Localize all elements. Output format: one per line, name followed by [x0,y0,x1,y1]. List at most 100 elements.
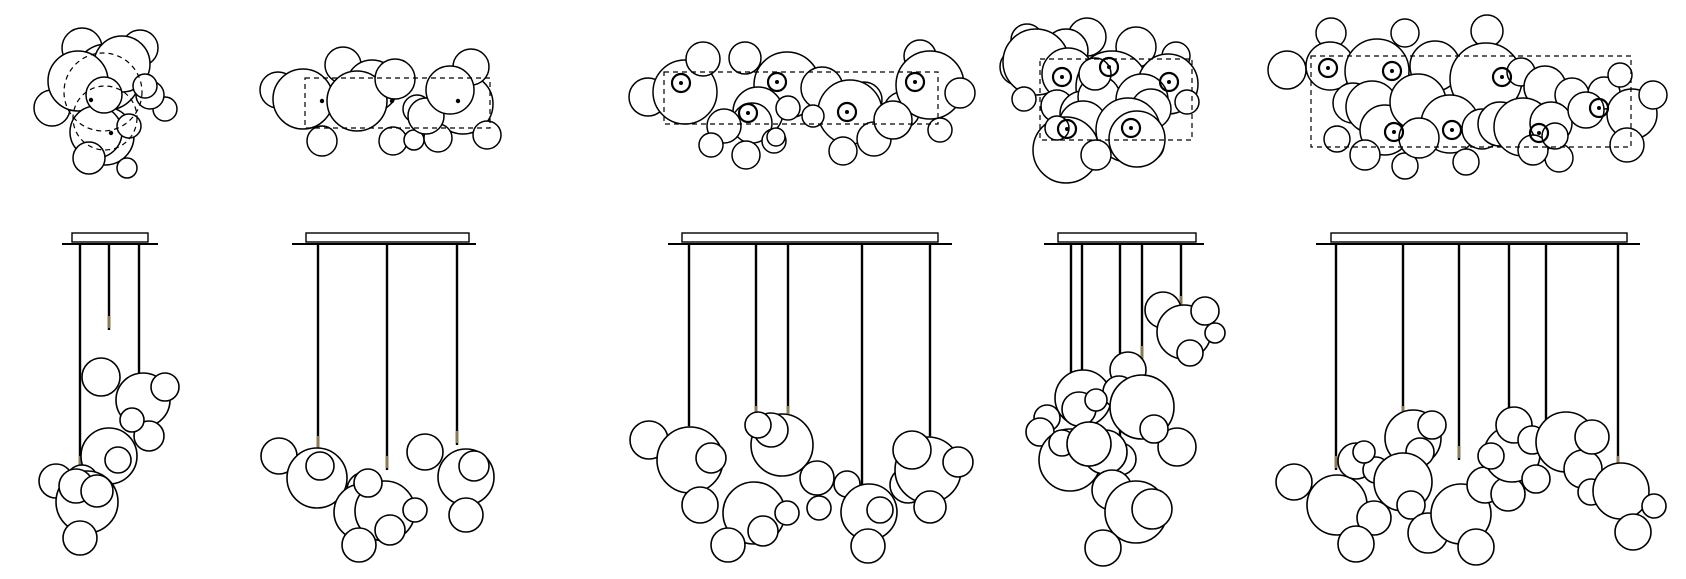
plan-glass-sphere [1267,50,1307,90]
plan-cable-point [455,98,461,104]
plan-glass-sphere [698,132,724,158]
cable-connector [455,431,459,443]
glass-sphere [1592,462,1650,520]
cable-connector [78,456,82,468]
plan-cable-marker-centre [1500,75,1504,79]
glass-sphere [150,372,180,402]
glass-sphere [913,490,947,524]
plan-view-model-5 [1267,14,1668,180]
cable-connector [107,316,111,328]
plan-dashed-outline [304,77,491,129]
plan-glass-sphere [731,140,761,170]
cable-connector [1457,446,1461,458]
plan-glass-sphere [775,95,801,121]
plan-glass-sphere [472,120,502,150]
plan-glass-sphere [801,104,825,128]
plan-cable-marker [1056,118,1078,140]
glass-sphere [1139,414,1169,444]
plan-cable-marker-centre [1107,65,1111,69]
plan-cable-marker-centre [1129,126,1133,130]
glass-sphere [1157,427,1197,467]
glass-sphere [406,433,444,471]
plan-cable-marker [904,71,926,93]
elevation-view-model-5 [1275,232,1667,566]
plan-dashed-outline [72,85,138,151]
glass-sphere [62,520,98,556]
plan-glass-sphere [1638,80,1668,110]
glass-sphere [710,527,746,563]
plan-glass-sphere [873,100,913,140]
plan-glass-sphere [1323,125,1351,153]
plan-glass-sphere [116,157,138,179]
plan-cable-marker [1051,66,1073,88]
cable-connector [1334,456,1338,468]
ceiling-canopy [681,232,939,243]
plan-cable-marker [1383,121,1405,143]
plan-cable-marker-centre [775,80,779,84]
glass-sphere [119,407,145,433]
glass-sphere [1176,339,1204,367]
plan-cable-marker [1528,122,1550,144]
glass-sphere [402,497,428,523]
elevation-view-model-4 [1025,232,1226,567]
glass-sphere [866,496,894,524]
glass-sphere [850,528,886,564]
plan-cable-marker [1317,57,1339,79]
glass-sphere [1275,463,1313,501]
glass-sphere [305,451,335,481]
plan-glass-sphere [1609,127,1645,163]
glass-sphere [1356,500,1392,536]
ceiling-canopy [1057,232,1197,243]
plan-glass-sphere [927,117,953,143]
plan-dashed-outline [1039,58,1193,141]
glass-sphere [1131,488,1173,530]
glass-sphere [1352,440,1376,464]
glass-sphere [1066,421,1112,467]
plan-cable-marker-centre [679,81,683,85]
plan-glass-sphere [306,125,338,157]
plan-cable-marker-centre [1390,69,1394,73]
glass-sphere [1521,464,1551,494]
plan-view-model-3 [628,39,976,170]
plan-dashed-outline [1310,55,1632,148]
plan-cable-marker-centre [1450,128,1454,132]
plan-cable-marker [836,101,858,123]
plan-cable-marker-centre [746,111,750,115]
plan-cable-point [319,98,325,104]
plan-cable-marker-centre [1060,75,1064,79]
plan-cable-point [389,98,395,104]
glass-sphere [744,411,772,439]
plan-cable-marker [1441,119,1463,141]
plan-cable-marker-centre [1326,66,1330,70]
plan-cable-marker [1158,71,1180,93]
plan-view-model-4 [999,17,1200,184]
plan-glass-sphere [116,113,142,139]
plan-glass-sphere [1567,91,1605,129]
plan-glass-sphere [1078,57,1112,91]
plan-glass-sphere [1390,18,1420,48]
glass-sphere [1457,528,1495,566]
ceiling-canopy [305,232,470,243]
glass-sphere [695,442,727,474]
plan-glass-sphere [1452,148,1480,176]
glass-sphere [1614,513,1652,551]
plan-cable-marker-centre [1167,80,1171,84]
elevation-view-model-1 [38,232,180,556]
glass-sphere [774,500,800,526]
plan-cable-marker-centre [1065,127,1069,131]
elevation-view-model-2 [260,232,495,563]
glass-sphere [892,430,932,470]
plan-glass-sphere [1541,122,1569,150]
plan-cable-marker [1120,117,1142,139]
cable-connector [1179,296,1183,308]
elevation-view-model-3 [629,232,974,564]
plan-cable-marker [670,72,692,94]
glass-sphere [1084,529,1122,567]
plan-cable-marker [1098,56,1120,78]
plan-glass-sphere [728,41,762,75]
glass-sphere [374,514,406,546]
plan-view-model-2 [259,46,502,157]
plan-glass-sphere [425,65,475,115]
